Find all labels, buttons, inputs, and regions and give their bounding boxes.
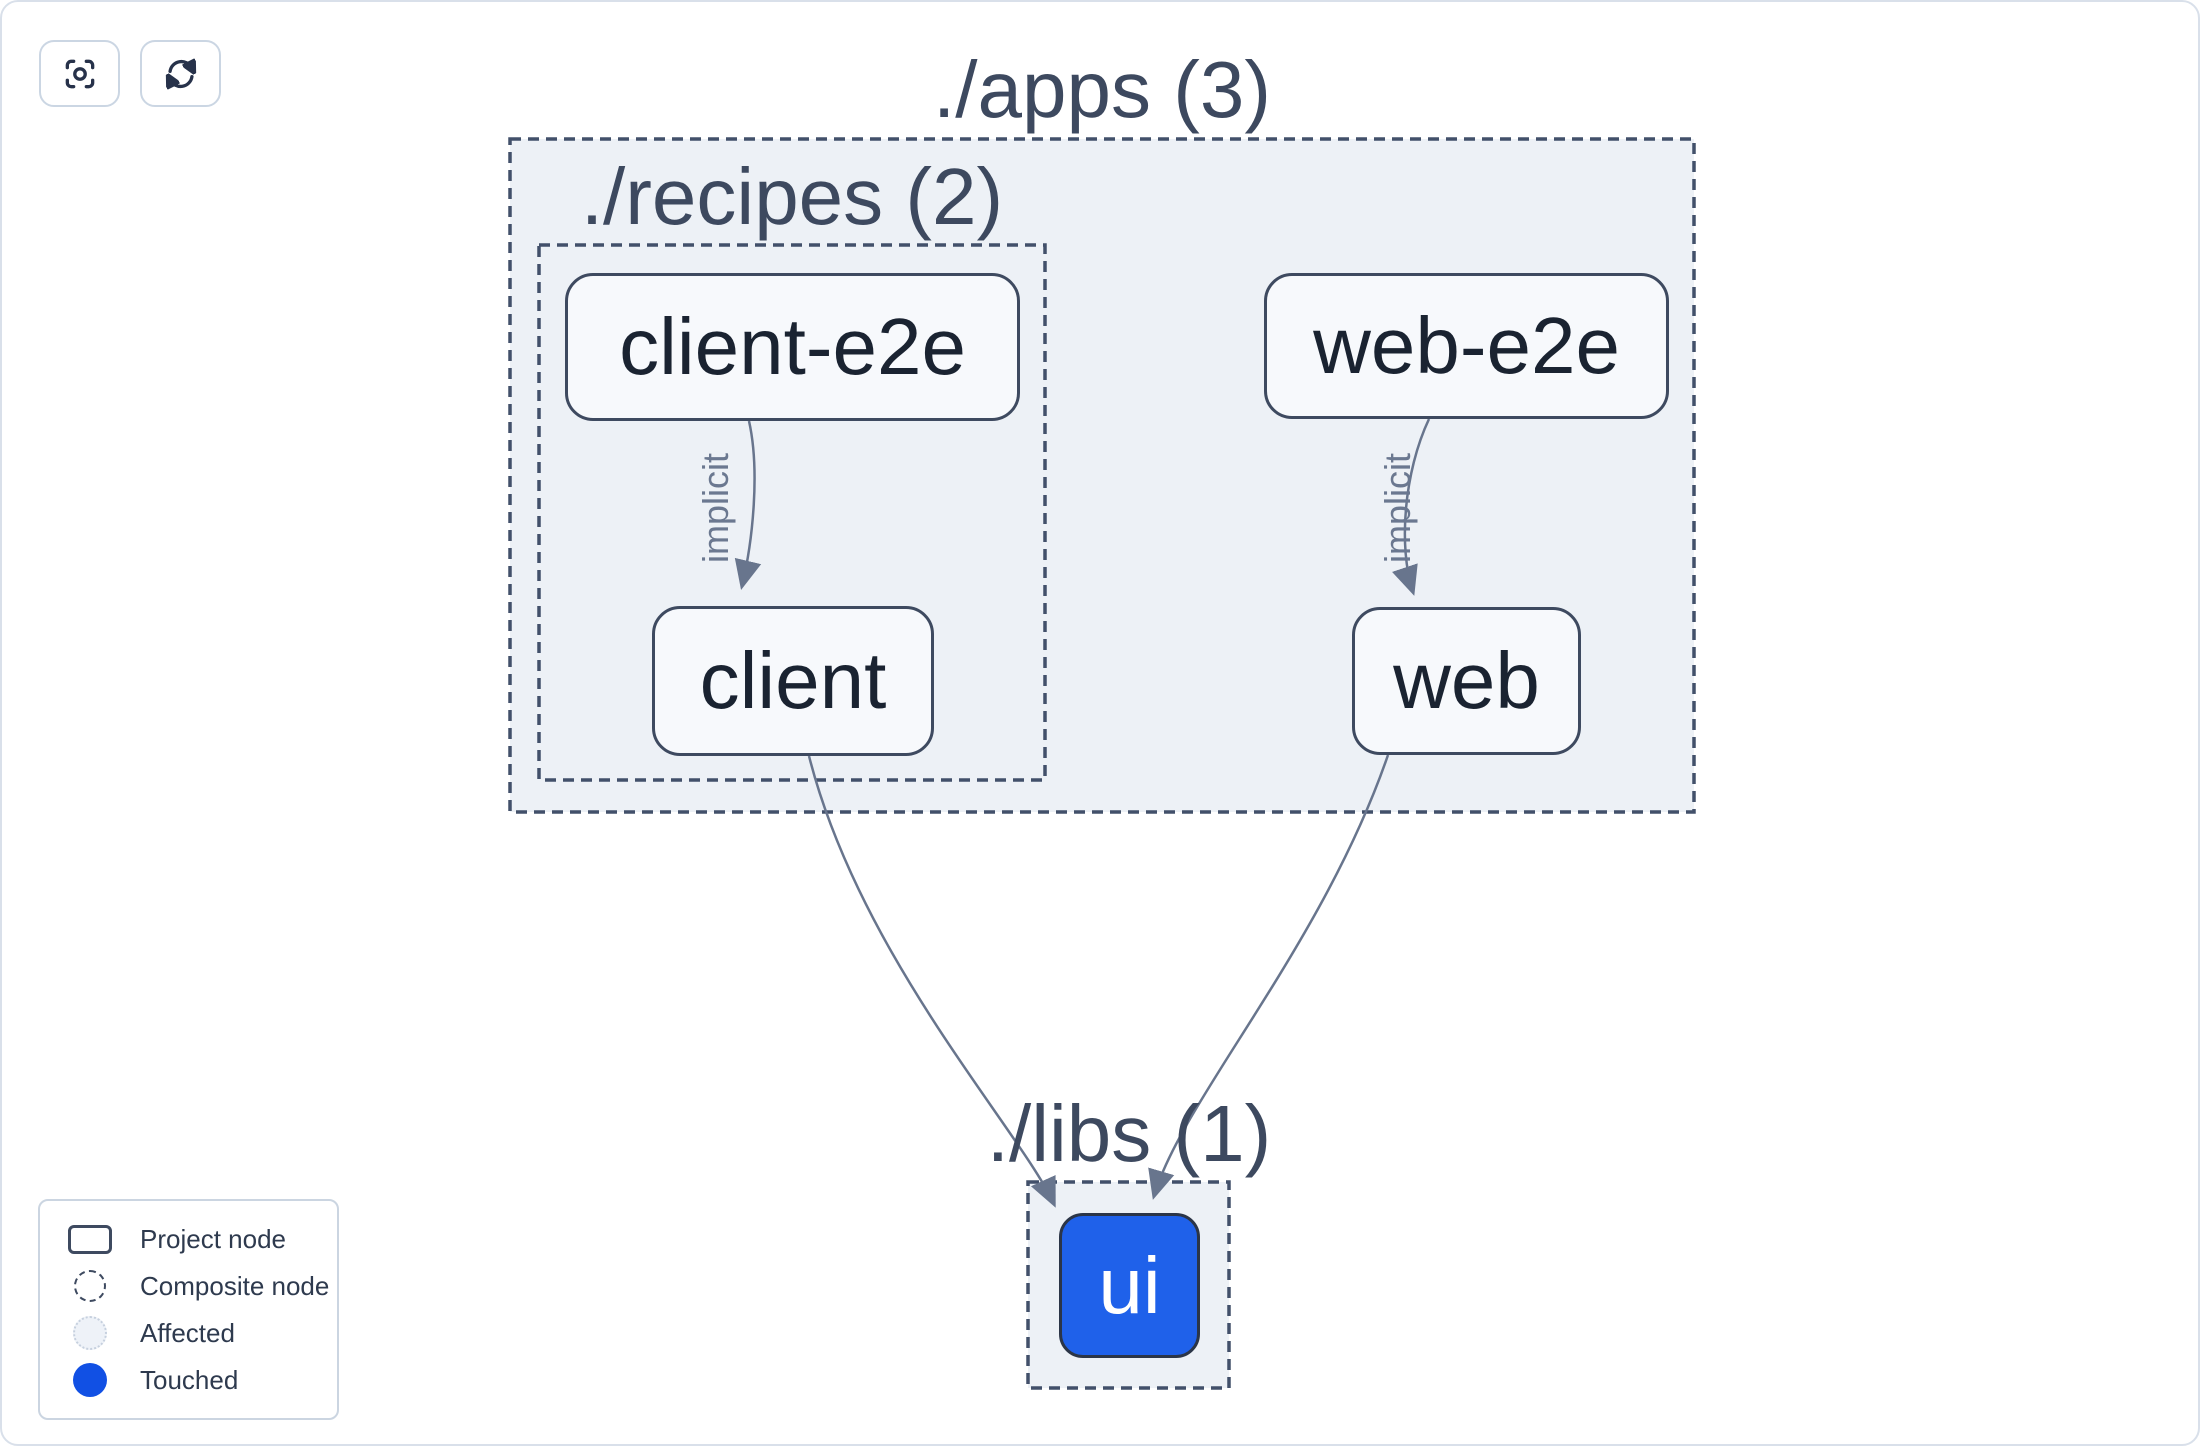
edge-client-e2e-client[interactable] bbox=[734, 420, 762, 590]
project-node-client-e2e[interactable]: client-e2e bbox=[565, 273, 1020, 421]
legend-row-composite-node: Composite node bbox=[64, 1268, 329, 1304]
legend-label: Project node bbox=[140, 1223, 286, 1254]
project-node-web-e2e[interactable]: web-e2e bbox=[1264, 273, 1669, 419]
edge-web-e2e-web[interactable] bbox=[1392, 418, 1431, 596]
legend-label: Touched bbox=[140, 1364, 239, 1395]
edge-label-implicit-client: implicit bbox=[695, 452, 736, 564]
edge-client-ui[interactable] bbox=[807, 755, 1056, 1208]
legend-label: Affected bbox=[140, 1317, 235, 1348]
composite-node-swatch bbox=[74, 1270, 106, 1302]
group-title-apps: ./apps (3) bbox=[933, 45, 1271, 134]
group-title-libs: ./libs (1) bbox=[986, 1089, 1272, 1178]
legend-row-touched: Touched bbox=[64, 1362, 317, 1398]
legend-label: Composite node bbox=[140, 1270, 330, 1301]
affected-swatch bbox=[73, 1316, 107, 1350]
project-node-swatch bbox=[68, 1224, 112, 1254]
focus-icon bbox=[65, 59, 94, 88]
touched-swatch bbox=[73, 1363, 107, 1397]
legend-row-project-node: Project node bbox=[64, 1221, 317, 1257]
group-title-recipes: ./recipes (2) bbox=[580, 152, 1004, 241]
project-node-web[interactable]: web bbox=[1352, 607, 1581, 755]
project-node-ui[interactable]: ui bbox=[1059, 1213, 1200, 1358]
project-node-client[interactable]: client bbox=[652, 606, 934, 756]
edge-label-implicit-web: implicit bbox=[1377, 452, 1418, 564]
graph-legend: Project node Composite node Affected Tou… bbox=[38, 1199, 339, 1420]
center-graph-button[interactable] bbox=[39, 40, 120, 107]
refresh-graph-button[interactable] bbox=[140, 40, 221, 107]
refresh-icon bbox=[162, 55, 200, 93]
edge-web-ui[interactable] bbox=[1148, 754, 1390, 1200]
legend-row-affected: Affected bbox=[64, 1315, 317, 1351]
